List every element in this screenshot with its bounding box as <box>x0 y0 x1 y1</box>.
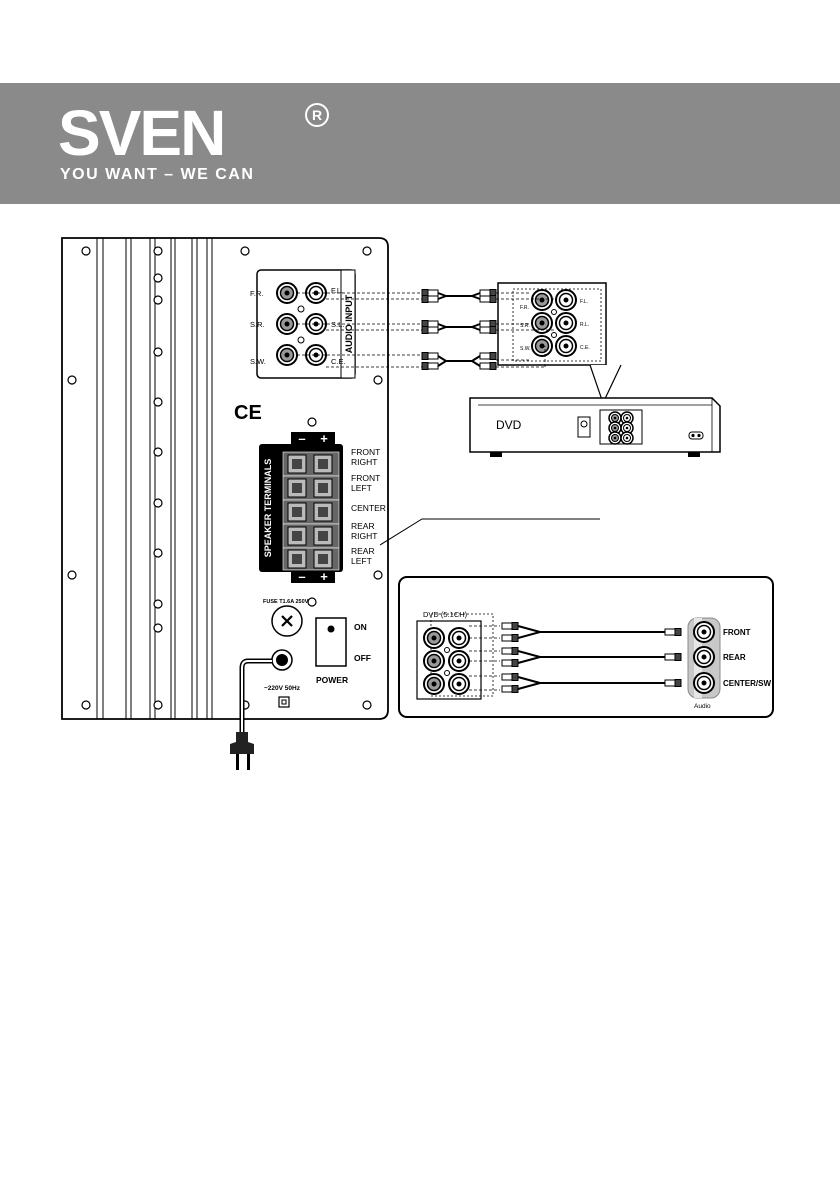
terminal-minus-bottom: – <box>298 569 305 584</box>
ce-mark: CE <box>234 402 262 424</box>
input-jack-sw[interactable] <box>276 344 298 366</box>
input-label-fr: F.R. <box>250 289 263 298</box>
dvd-label-sr: S.R. <box>520 323 530 329</box>
power-switch[interactable] <box>315 617 347 667</box>
input-jack-fr[interactable] <box>276 282 298 304</box>
terminal-label-center: CENTER <box>351 503 386 513</box>
terminal-plus-bottom: + <box>320 569 328 584</box>
dvd-player-label: DVD <box>496 418 522 432</box>
mains-cable <box>230 649 293 770</box>
input-label-ce: C.E. <box>331 357 346 366</box>
terminal-plus-top: + <box>320 431 328 446</box>
inset-output-center-sw: CENTER/SW <box>723 679 771 688</box>
dvd-jack-sw[interactable] <box>531 335 553 357</box>
dvd-player: DVD <box>469 397 721 457</box>
inset-source-label: DVD (5.1CH) <box>423 610 468 619</box>
fuse-label: FUSE T1.6A 250V <box>263 599 309 605</box>
dvd-label-fr: F.R. <box>520 305 529 311</box>
mains-label: ~220V 50Hz <box>264 685 301 692</box>
terminal-label-rear-left-2: LEFT <box>351 556 372 566</box>
registered-mark: R <box>305 103 329 127</box>
input-label-sr: S.R. <box>250 320 265 329</box>
dvd-jack-fl[interactable] <box>555 289 577 311</box>
terminal-label-rear-right-1: REAR <box>351 521 375 531</box>
dvd-label-fl: F.L. <box>580 299 588 305</box>
dvd-label-rl: R.L. <box>580 322 589 328</box>
terminal-label-rear-left-1: REAR <box>351 546 375 556</box>
header-banner: SVEN R YOU WANT – WE CAN <box>0 83 840 204</box>
double-insulation-icon <box>278 696 290 708</box>
inset-output-front: FRONT <box>723 628 751 637</box>
input-label-sw: S.W. <box>250 357 266 366</box>
terminal-label-front-right-1: FRONT <box>351 447 380 457</box>
terminal-minus-top: – <box>298 431 305 446</box>
dvd-jack-rl[interactable] <box>555 312 577 334</box>
dvd-output-zoom: F.R. S.R. S.W. F.L. R.L. C.E. <box>497 282 607 366</box>
dvd-label-ce: C.E. <box>580 345 590 351</box>
input-jack-sr[interactable] <box>276 313 298 335</box>
brand-slogan: YOU WANT – WE CAN <box>60 166 255 183</box>
power-off-label: OFF <box>354 653 371 663</box>
speaker-terminals-title: SPEAKER TERMINALS <box>263 459 273 558</box>
dvd-jack-ce[interactable] <box>555 335 577 357</box>
dvd-jack-fr[interactable] <box>531 289 553 311</box>
inset-device-label: Audio <box>694 703 711 710</box>
terminal-label-front-left-2: LEFT <box>351 483 372 493</box>
input-label-sl: S.L. <box>331 320 344 329</box>
connection-inset: DVD (5.1CH) <box>398 576 774 718</box>
input-label-fl: F.L. <box>331 286 343 295</box>
dvd-label-sw: S.W. <box>520 346 531 352</box>
fuse-holder[interactable]: FUSE T1.6A 250V <box>263 599 309 637</box>
inset-output-rear: REAR <box>723 653 746 662</box>
input-cables <box>297 289 556 370</box>
terminal-label-front-right-2: RIGHT <box>351 457 377 467</box>
terminal-label-front-left-1: FRONT <box>351 473 380 483</box>
speaker-terminals-block: SPEAKER TERMINALS – + – + <box>259 431 386 584</box>
brand-logo: SVEN <box>58 97 226 169</box>
terminal-label-rear-right-2: RIGHT <box>351 531 377 541</box>
power-label: POWER <box>316 675 348 685</box>
power-on-label: ON <box>354 622 367 632</box>
